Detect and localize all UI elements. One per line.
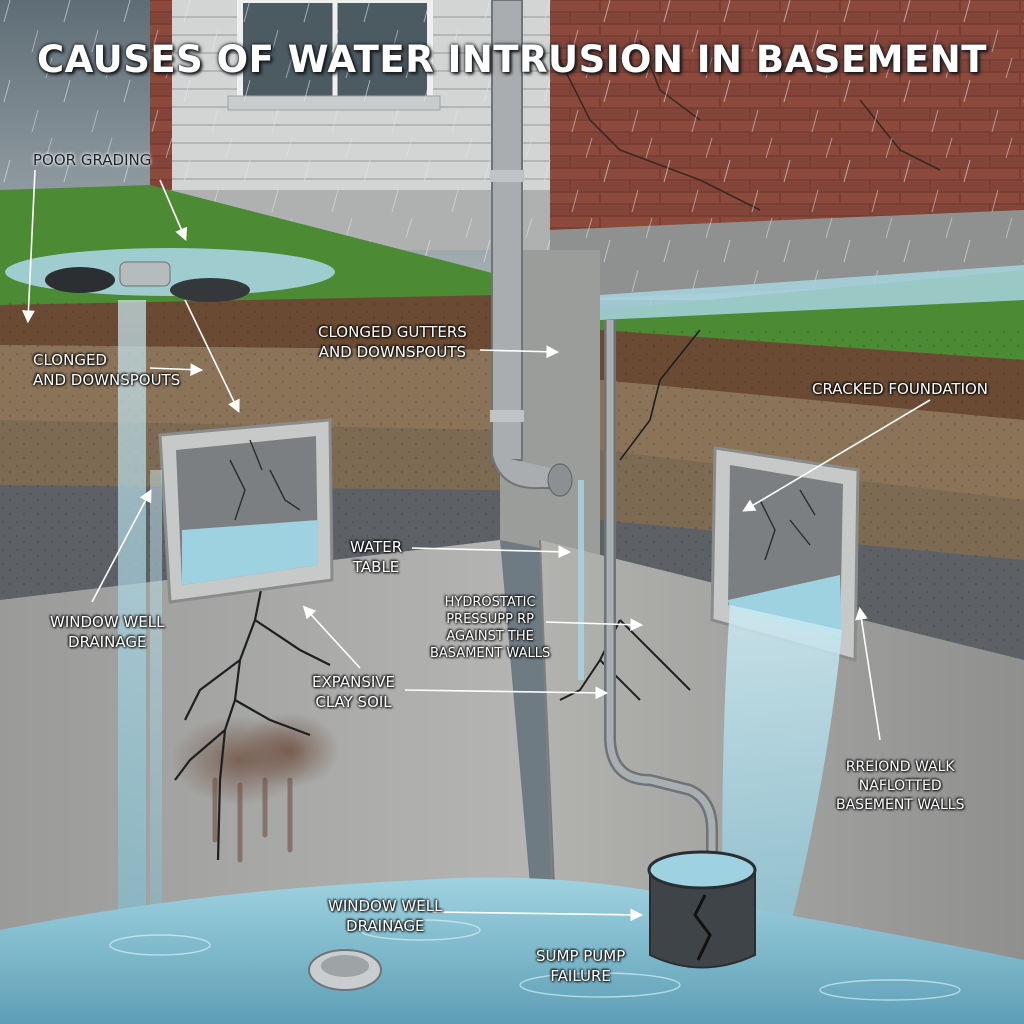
label-line: BASEMENT WALLS <box>836 797 965 813</box>
label-line: CLONGED GUTTERS <box>318 323 467 341</box>
surface-puddle-right <box>600 265 1024 320</box>
label-clonged-gutters: CLONGED GUTTERS AND DOWNSPOUTS <box>318 322 467 362</box>
label-water-table: WATER TABLE <box>350 537 402 577</box>
label-line: AND DOWNSPOUTS <box>33 371 181 389</box>
label-line: AND DOWNSPOUTS <box>318 343 467 361</box>
label-window-well-drainage-left: WINDOW WELL DRAINAGE <box>50 612 164 652</box>
downspout <box>490 0 573 497</box>
label-window-well-drainage-bottom: WINDOW WELL DRAINAGE <box>328 896 442 936</box>
window-well-right <box>710 446 860 662</box>
downspout-extension <box>119 261 171 287</box>
label-sump-pump-failure: SUMP PUMP FAILURE <box>536 946 625 986</box>
label-line: HYDROSTATIC <box>444 595 536 610</box>
label-cracked-foundation: CRACKED FOUNDATION <box>812 380 989 398</box>
water-stream-left <box>118 300 146 940</box>
label-line: CLONGED <box>33 351 107 369</box>
label-line: AGAINST THE <box>446 629 534 644</box>
wall-crack-left <box>174 584 331 861</box>
label-line: DRAINAGE <box>346 917 425 935</box>
label-poor-grading: POOR GRADING <box>33 151 152 169</box>
label-line: BASAMENT WALLS <box>430 646 551 661</box>
label-line: WATER <box>350 538 403 556</box>
rock <box>170 278 250 302</box>
label-line: NAFLOTTED <box>858 778 942 794</box>
label-clonged-downspouts-left: CLONGED AND DOWNSPOUTS <box>33 350 180 390</box>
label-line: PRESSUPP RP <box>446 612 534 627</box>
window-well-left <box>158 418 334 604</box>
label-rebond-walk: RREIOND WALK NAFLOTTED BASEMENT WALLS <box>836 758 964 815</box>
label-line: CLAY SOIL <box>315 693 392 711</box>
leader-lines <box>22 169 931 922</box>
label-expansive-clay-soil: EXPANSIVE CLAY SOIL <box>312 672 395 712</box>
label-line: TABLE <box>352 558 400 576</box>
label-line: RREIOND WALK <box>845 759 955 775</box>
label-line: WINDOW WELL <box>50 613 165 631</box>
diagram-title: CAUSES OF WATER INTRUSION IN BASEMENT <box>37 38 987 81</box>
label-line: WINDOW WELL <box>328 897 443 915</box>
flood-water <box>0 877 1024 1024</box>
sump-pit <box>647 850 757 969</box>
rock <box>45 267 115 293</box>
label-line: DRAINAGE <box>68 633 147 651</box>
label-line: FAILURE <box>550 967 611 985</box>
label-line: SUMP PUMP <box>536 947 626 965</box>
label-line: EXPANSIVE <box>312 673 396 691</box>
label-hydrostatic-pressure: HYDROSTATIC PRESSUPP RP AGAINST THE BASA… <box>430 594 550 662</box>
